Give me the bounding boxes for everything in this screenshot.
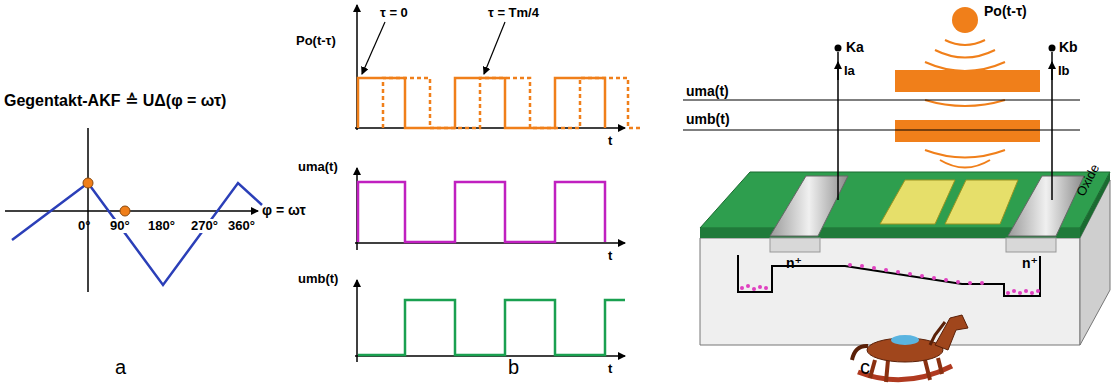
signal-name: umb(t) (684, 112, 732, 127)
charge-dot (1006, 291, 1010, 295)
pmd-pixel (683, 7, 1110, 382)
annotation: τ = Tm/4 (488, 6, 539, 20)
charge-dot (746, 284, 750, 288)
charge-dot (932, 276, 936, 280)
charge-dot (1024, 289, 1028, 293)
charge-dot (956, 280, 960, 284)
axis-label: t (608, 134, 612, 148)
panel-letter: b (508, 356, 519, 378)
plot-title: Gegentakt-AKF ≙ UΔ(φ = ωτ) (4, 92, 226, 110)
signal-name: Po(t-τ) (296, 34, 336, 48)
charge-dot (884, 268, 888, 272)
tick-label: 90° (108, 219, 132, 233)
charge-dot (1018, 291, 1022, 295)
tick-label: 0° (78, 219, 90, 233)
signal-name: Po(t-τ) (984, 4, 1027, 19)
charge-dot (758, 285, 762, 289)
charge-dot (1030, 291, 1034, 295)
terminal-name: Ka (846, 40, 864, 55)
signal-plots (355, 5, 640, 362)
axis-label: t (608, 362, 612, 376)
current-name: Ia (844, 64, 855, 78)
charge-dot (872, 266, 876, 270)
charge-dot (908, 272, 912, 276)
signal-name: uma(t) (298, 160, 338, 174)
acf-plot (5, 128, 262, 292)
charge-dot (1036, 289, 1040, 293)
axis-label: φ = ωτ (262, 203, 306, 218)
panel-letter: c (860, 356, 870, 378)
axis-label: t (608, 249, 612, 263)
charge-dot (920, 274, 924, 278)
charge-dot (740, 286, 744, 290)
current-name: Ib (1058, 64, 1070, 78)
tick-label: 270° (189, 219, 220, 233)
charge-dot (1012, 289, 1016, 293)
charge-dot (968, 281, 972, 285)
charge-dot (944, 278, 948, 282)
rocking-horse (852, 315, 968, 382)
charge-dot (848, 263, 852, 267)
tick-label: 360° (226, 219, 257, 233)
signal-name: uma(t) (684, 84, 731, 99)
doping-label: n⁺ (786, 256, 802, 271)
doping-label: n⁺ (1022, 256, 1038, 271)
terminal-name: Kb (1059, 40, 1078, 55)
charge-dot (752, 287, 756, 291)
annotation: τ = 0 (380, 6, 408, 20)
charge-dot (860, 264, 864, 268)
tick-label: 180° (146, 219, 177, 233)
charge-dot (980, 281, 984, 285)
signal-name: umb(t) (298, 272, 338, 286)
charge-dot (896, 270, 900, 274)
charge-dot (764, 286, 768, 290)
panel-letter: a (115, 356, 126, 378)
